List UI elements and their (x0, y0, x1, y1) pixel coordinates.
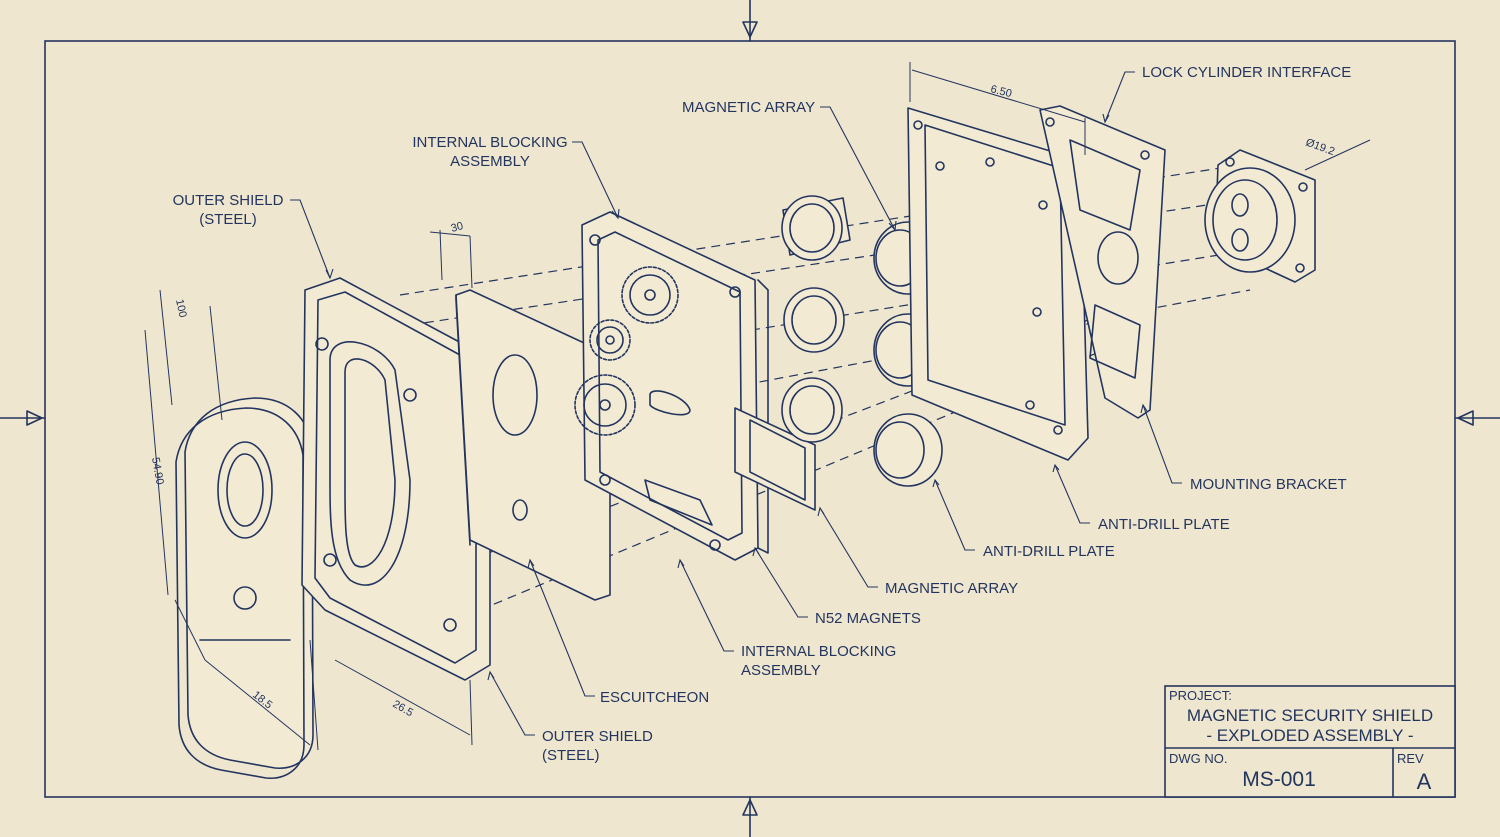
internal-blocking-assembly-part (574, 211, 769, 561)
mounting-bracket-part (1039, 105, 1166, 419)
dim-192: Ø19.2 (1304, 137, 1336, 159)
title-block: PROJECT: MAGNETIC SECURITY SHIELD - EXPL… (1164, 685, 1456, 798)
label-anti-drill-plate-2: ANTI-DRILL PLATE (983, 543, 1115, 560)
dim-650: 6.50 (989, 83, 1013, 100)
dimension-lines (144, 62, 1371, 751)
magnet-column-1 (781, 195, 851, 443)
title-block-project-label: PROJECT: (1169, 688, 1232, 703)
label-n52-magnets: N52 MAGNETS (815, 610, 921, 627)
escutcheon-plate-part (455, 289, 611, 601)
title-block-rev-value: A (1417, 769, 1432, 794)
outer-escutcheon-part (175, 397, 314, 779)
title-block-project-line2: - EXPLODED ASSEMBLY - (1206, 726, 1413, 745)
label-magnetic-array-top: MAGNETIC ARRAY (682, 99, 815, 116)
label-magnetic-array-bottom: MAGNETIC ARRAY (885, 580, 1018, 597)
dim-5490: 54.90 (149, 456, 166, 485)
label-internal-blocking-top-sub: ASSEMBLY (450, 153, 530, 170)
title-block-project-line1: MAGNETIC SECURITY SHIELD (1187, 706, 1433, 725)
dim-100: 100 (173, 298, 189, 318)
label-internal-blocking-bottom-sub: ASSEMBLY (741, 662, 821, 679)
label-outer-shield-bottom-sub: (STEEL) (542, 747, 600, 764)
label-mounting-bracket: MOUNTING BRACKET (1190, 476, 1347, 493)
label-outer-shield-top-sub: (STEEL) (199, 211, 257, 228)
title-block-dwg-label: DWG NO. (1169, 751, 1228, 766)
label-escutcheon: ESCUITCHEON (600, 689, 709, 706)
anti-drill-plate-part (907, 107, 1089, 461)
lock-cylinder-part (1204, 149, 1316, 283)
label-internal-blocking-bottom: INTERNAL BLOCKING (741, 643, 896, 660)
label-outer-shield-bottom: OUTER SHIELD (542, 728, 653, 745)
sliding-bar-part (734, 407, 816, 511)
label-anti-drill-plate-1: ANTI-DRILL PLATE (1098, 516, 1230, 533)
dim-265: 26.5 (391, 698, 416, 719)
title-block-dwg-value: MS-001 (1242, 768, 1316, 791)
label-lock-cylinder-interface: LOCK CYLINDER INTERFACE (1142, 64, 1351, 81)
outer-shield-part (301, 277, 491, 681)
label-internal-blocking-top: INTERNAL BLOCKING (412, 134, 567, 151)
leader-lines (290, 71, 1182, 736)
dim-30: 30 (450, 220, 465, 235)
label-outer-shield-top: OUTER SHIELD (173, 192, 284, 209)
title-block-rev-label: REV (1397, 751, 1424, 766)
